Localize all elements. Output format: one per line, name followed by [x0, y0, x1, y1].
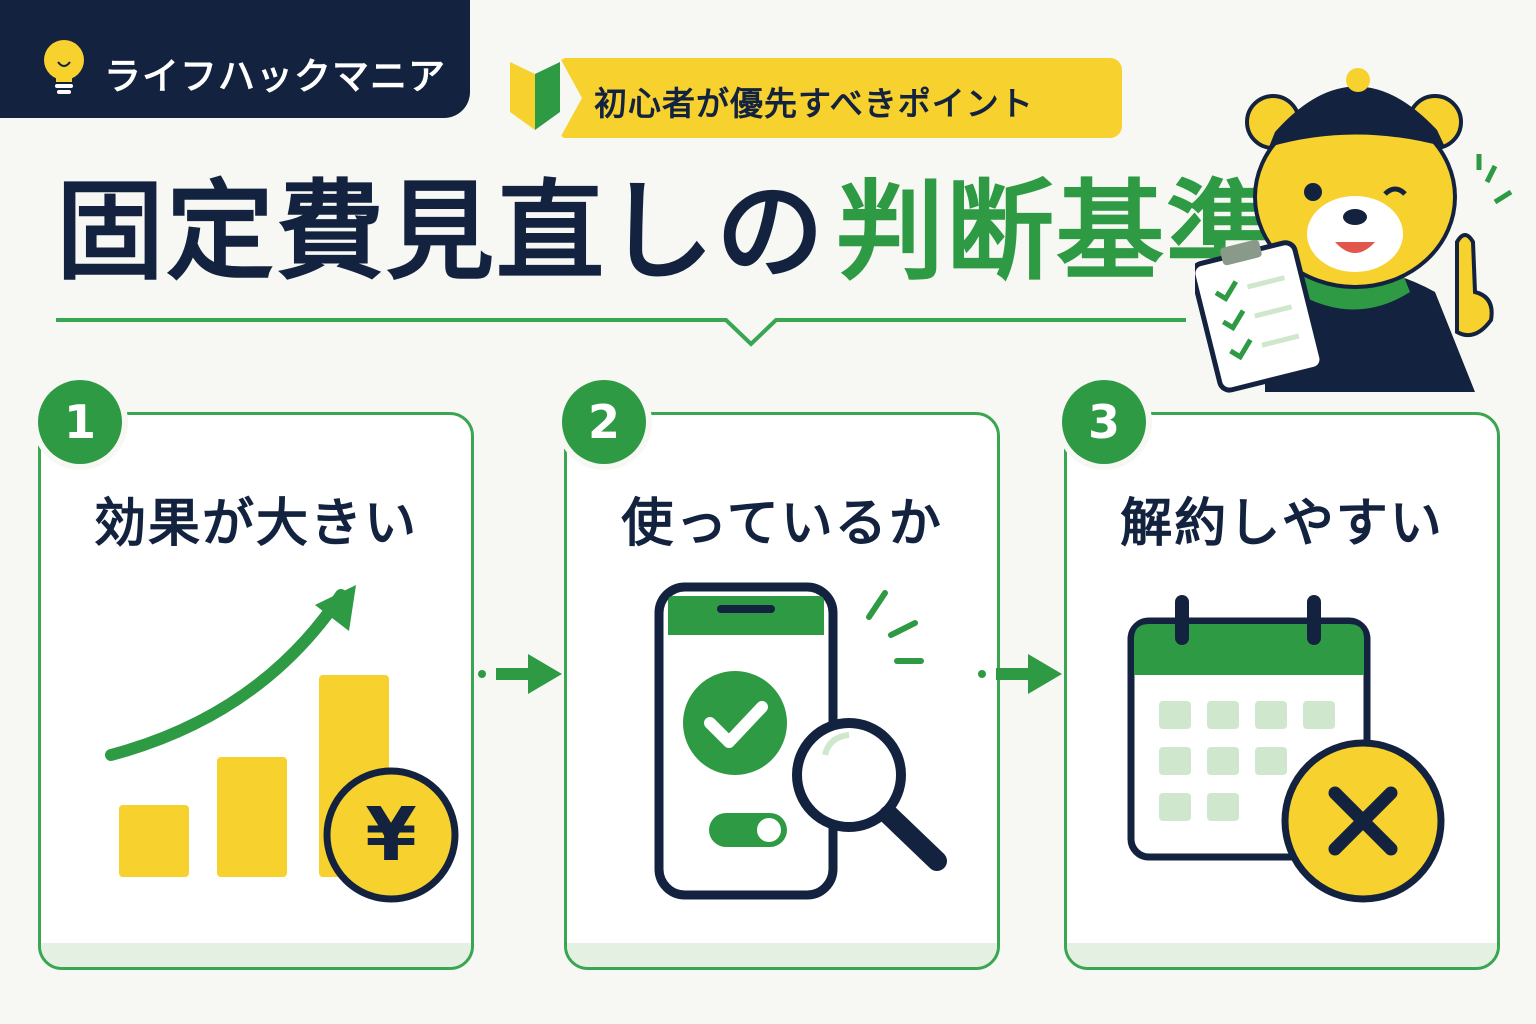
- title-main: 固定費見直しの: [56, 170, 827, 295]
- criterion-card-3: 解約しやすい: [1064, 412, 1500, 970]
- tagline-text: 初心者が優先すべきポイント: [594, 84, 1034, 123]
- page-title: 固定費見直しの判断基準: [56, 168, 1276, 298]
- brand-header: ライフハックマニア: [0, 0, 470, 118]
- smartphone-check-magnifier-icon: [654, 582, 947, 900]
- yen-symbol: ¥: [365, 792, 417, 878]
- rising-chart-yen-icon: ¥: [105, 585, 459, 903]
- brand-name: ライフハックマニア: [104, 55, 446, 98]
- beginner-mark-icon: [510, 62, 560, 130]
- lightbulb-icon: [44, 40, 84, 94]
- title-underline: [56, 318, 1186, 347]
- calendar-cancel-icon: [1127, 595, 1445, 903]
- criterion-label: 使っているか: [621, 494, 943, 554]
- criterion-number-1: 1: [38, 380, 122, 464]
- criterion-card-1: 効果が大きい ¥: [38, 412, 474, 970]
- bear-mascot-illustration: [1195, 68, 1513, 393]
- criterion-card-2: 使っているか: [564, 412, 1000, 970]
- criterion-label: 解約しやすい: [1120, 494, 1444, 554]
- criterion-number-2: 2: [562, 380, 646, 464]
- criterion-label: 効果が大きい: [93, 494, 418, 554]
- arrow-right-icon: [478, 654, 562, 694]
- criterion-number-3: 3: [1062, 380, 1146, 464]
- tagline-banner: 初心者が優先すべきポイント: [560, 58, 1122, 138]
- arrow-right-icon: [978, 654, 1062, 694]
